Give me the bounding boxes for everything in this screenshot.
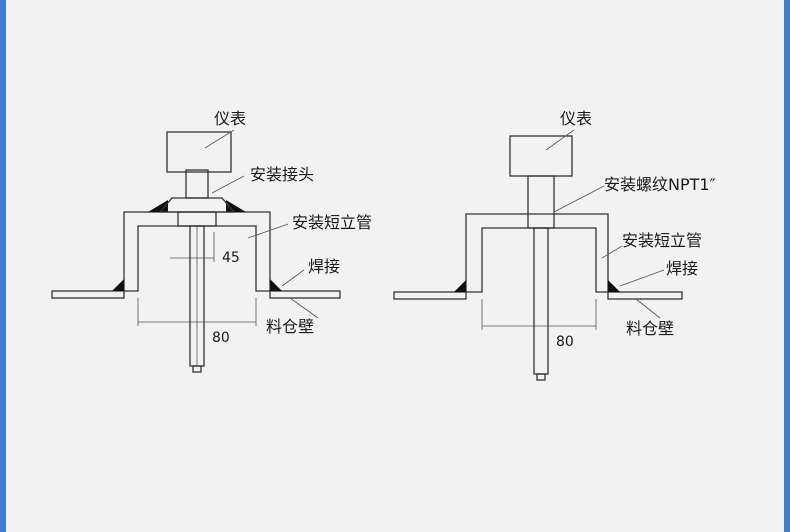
left-dim-80-label: 80 (212, 330, 230, 346)
left-dim-45-label: 45 (222, 250, 240, 266)
right-bin-wall (393, 291, 683, 300)
left-bin-wall-label: 料仓壁 (266, 317, 314, 336)
right-standpipe-leader (601, 245, 623, 259)
left-fitting-leader (211, 175, 245, 194)
left-meter-label: 仪表 (214, 109, 246, 128)
right-diagram: 80 仪表 安装螺纹NPT1″ 安装短立管 焊接 料仓壁 (393, 109, 716, 381)
right-thread-body (527, 175, 555, 229)
left-weld-leader (281, 269, 305, 287)
left-meter-head (166, 131, 232, 173)
right-bin-wall-label: 料仓壁 (626, 319, 674, 338)
left-bin-wall (51, 290, 341, 299)
right-wall-leader (635, 298, 661, 319)
right-weld (454, 280, 620, 292)
left-weld-label: 焊接 (308, 257, 340, 276)
right-meter-label: 仪表 (560, 109, 592, 128)
diagram-canvas (6, 0, 784, 532)
left-meter-leader (204, 129, 235, 149)
right-weld-leader (619, 269, 665, 287)
right-dim-80-label: 80 (556, 334, 574, 350)
left-standpipe-leader (247, 223, 289, 239)
right-thread-label: 安装螺纹NPT1″ (604, 175, 716, 194)
left-probe (189, 225, 205, 373)
left-dim-45: 45 (170, 232, 240, 266)
left-wall-leader (289, 297, 319, 319)
right-standpipe (465, 213, 609, 293)
right-dim-80: 80 (481, 299, 597, 350)
left-diagram: 45 80 仪表 安装接头 安装短立管 焊接 料仓壁 (51, 109, 372, 373)
right-meter-leader (545, 129, 575, 151)
right-meter-head (509, 135, 573, 177)
right-standpipe-label: 安装短立管 (622, 231, 702, 250)
right-probe (533, 227, 549, 381)
right-weld-label: 焊接 (666, 259, 698, 278)
left-fitting (158, 169, 236, 227)
left-dim-80: 80 (137, 298, 257, 346)
left-fitting-label: 安装接头 (250, 165, 314, 184)
right-thread-leader (553, 185, 605, 213)
left-standpipe-label: 安装短立管 (292, 213, 372, 232)
